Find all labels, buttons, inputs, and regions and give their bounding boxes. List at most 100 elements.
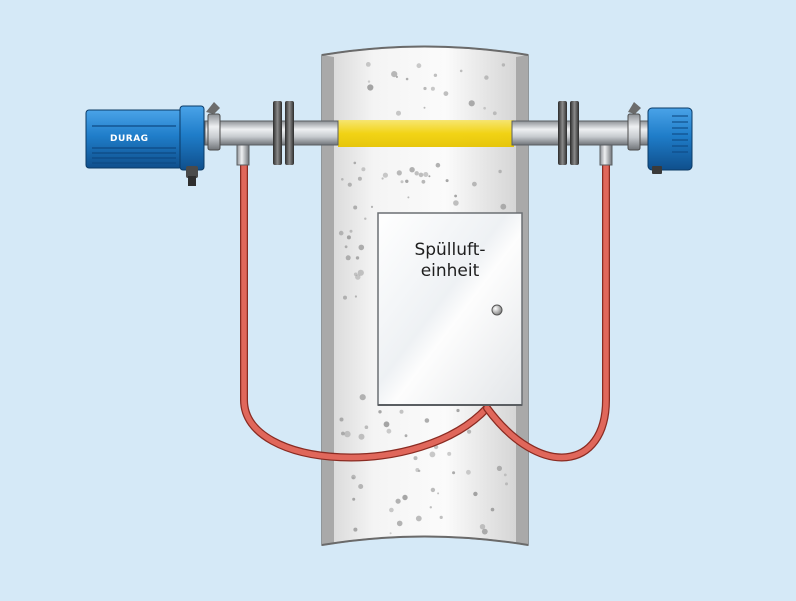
light-beam [338,120,514,147]
speckle [367,80,371,83]
speckle [423,172,429,177]
purge-air-hose [240,156,610,462]
speckle [355,274,361,280]
speckle [481,528,488,535]
speckle [479,524,486,530]
speckle [505,482,508,486]
speckle [407,196,410,199]
speckle [341,178,344,181]
speckle [396,170,402,176]
speckle [459,69,463,73]
speckle [484,75,489,80]
brand-label: DURAG [110,134,149,144]
speckle [386,428,392,434]
speckle [364,217,367,220]
speckle [354,295,357,298]
speckle [437,492,440,495]
speckle [456,408,460,413]
speckle [423,106,426,109]
speckle [414,171,419,176]
speckle [395,75,398,78]
speckle [452,471,456,475]
speckle [424,418,430,423]
speckle [353,161,357,165]
speckle [429,451,436,458]
speckle [338,230,344,236]
speckle [383,421,390,428]
speckle [445,179,449,183]
speckle [472,181,477,187]
speckle [361,167,366,172]
speckle [391,71,398,78]
speckle [418,172,424,178]
speckle [351,474,356,480]
speckle [428,175,431,178]
speckle [423,86,427,91]
speckle [365,62,371,67]
speckle [367,84,374,91]
speckle [344,245,348,249]
speckle [443,91,449,96]
speckle [399,409,404,414]
speckle [429,506,432,509]
speckle [344,430,351,438]
speckle [358,433,365,440]
speckle [492,111,497,116]
speckle [416,63,422,69]
transmitter-unit [85,105,205,186]
speckle [358,484,364,489]
speckle [346,235,351,240]
speckle [453,200,459,206]
speckle [339,417,344,422]
speckle [402,494,408,501]
speckle [468,100,475,107]
speckle [500,203,507,210]
speckle [490,507,495,512]
speckle [467,429,472,434]
speckle [345,255,351,261]
speckle [347,182,352,187]
speckle [364,425,369,430]
speckle [359,394,366,401]
speckle [433,73,438,78]
speckle [353,527,358,532]
purge-air-unit [377,212,523,406]
speckle [353,205,358,210]
speckle [466,469,471,475]
door-knob-icon [491,304,503,316]
speckle [343,295,347,300]
speckle [503,473,507,477]
speckle [389,532,392,535]
speckle [358,244,365,251]
speckle [353,272,358,277]
speckle [378,410,382,414]
speckle [430,487,436,493]
speckle [473,491,478,497]
speckle [415,515,422,522]
speckle [405,77,409,81]
speckle [435,162,441,168]
speckle [352,497,356,501]
speckle [381,177,384,180]
speckle [496,465,502,471]
speckle [405,179,409,183]
speckle [395,498,401,504]
speckle [341,431,345,436]
speckle [501,63,506,67]
speckle [396,110,401,116]
concrete-speckles [338,62,508,535]
speckle [483,106,486,110]
speckle [413,456,418,461]
left-mounting-tube [204,101,339,166]
speckle [370,205,374,208]
speckle [349,229,353,233]
speckle [357,176,362,181]
speckle [409,167,415,173]
speckle [355,256,360,260]
speckle [396,520,403,527]
speckle [400,180,404,184]
speckle [389,507,394,513]
speckle [357,269,364,276]
